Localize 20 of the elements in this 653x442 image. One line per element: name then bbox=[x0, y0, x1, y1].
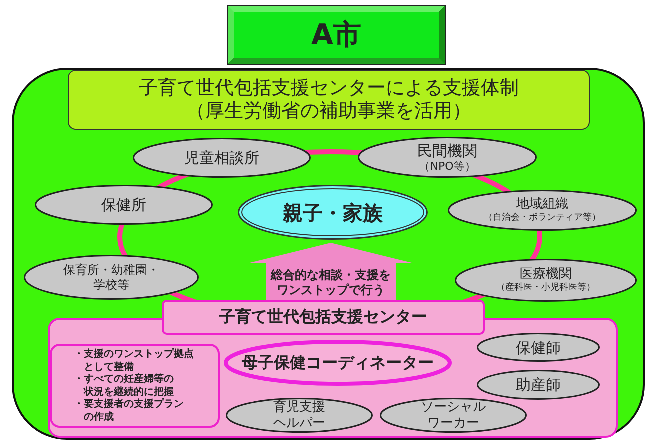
title-tab: A市 bbox=[228, 6, 445, 64]
bullet-text: ・支援のワンストップ拠点として整備 bbox=[74, 349, 195, 373]
bullet-text: ・要支援者の支援プランの作成 bbox=[74, 399, 185, 424]
arrow-callout: 総合的な相談・支援をワンストップで行う bbox=[250, 243, 412, 302]
oval-node: ソーシャルワーカー bbox=[380, 398, 527, 433]
note-box bbox=[50, 344, 220, 428]
oval-node: 保健所 bbox=[35, 185, 213, 225]
oval-node: 児童相談所 bbox=[133, 138, 311, 178]
oval-node: 民間機関 （NPO等） bbox=[358, 137, 537, 178]
oval-node: 親子・家族 bbox=[238, 185, 428, 240]
title-box: 子育て世代包括支援センターによる支援体制（厚生労働省の補助事業を活用） bbox=[68, 70, 590, 130]
oval-node: 育児支援ヘルパー bbox=[226, 398, 373, 433]
oval-node: 助産師 bbox=[477, 370, 600, 400]
bullet-text: ・すべての妊産婦等の状況を継続的に把握 bbox=[74, 374, 175, 398]
header-bar: 子育て世代包括支援センター bbox=[162, 300, 485, 335]
oval-node: 医療機関 （産科医・小児科医等） bbox=[455, 259, 637, 302]
oval-node: 母子保健コーディネーター bbox=[224, 340, 452, 386]
oval-node: 保健師 bbox=[477, 333, 600, 362]
oval-node: 保育所・幼稚園・学校等 bbox=[24, 255, 199, 300]
oval-node: 地域組織 （自治会・ボランティア等） bbox=[448, 190, 637, 231]
